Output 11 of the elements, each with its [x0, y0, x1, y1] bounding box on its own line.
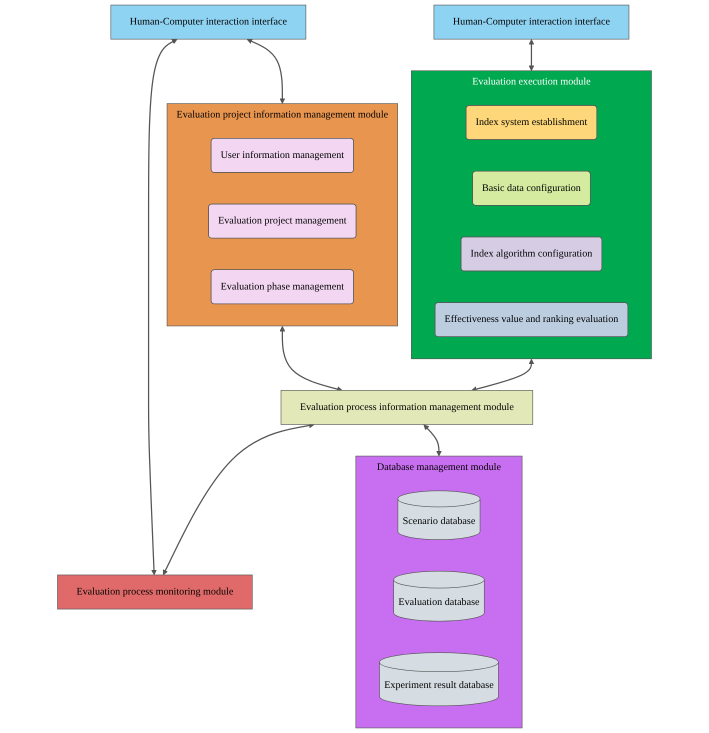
arrow — [280, 326, 342, 392]
node-box: Evaluation process information management module — [280, 390, 534, 425]
arrow — [423, 424, 442, 456]
arrow — [162, 422, 314, 576]
arrow — [528, 39, 534, 71]
arrow — [246, 38, 286, 104]
arrow — [471, 358, 534, 392]
node-box: Evaluation process monitoring module — [57, 574, 253, 610]
node-box: Human-Computer interaction interface — [110, 4, 306, 40]
node-box: Human-Computer interaction interface — [434, 4, 630, 40]
arrow — [148, 39, 178, 576]
